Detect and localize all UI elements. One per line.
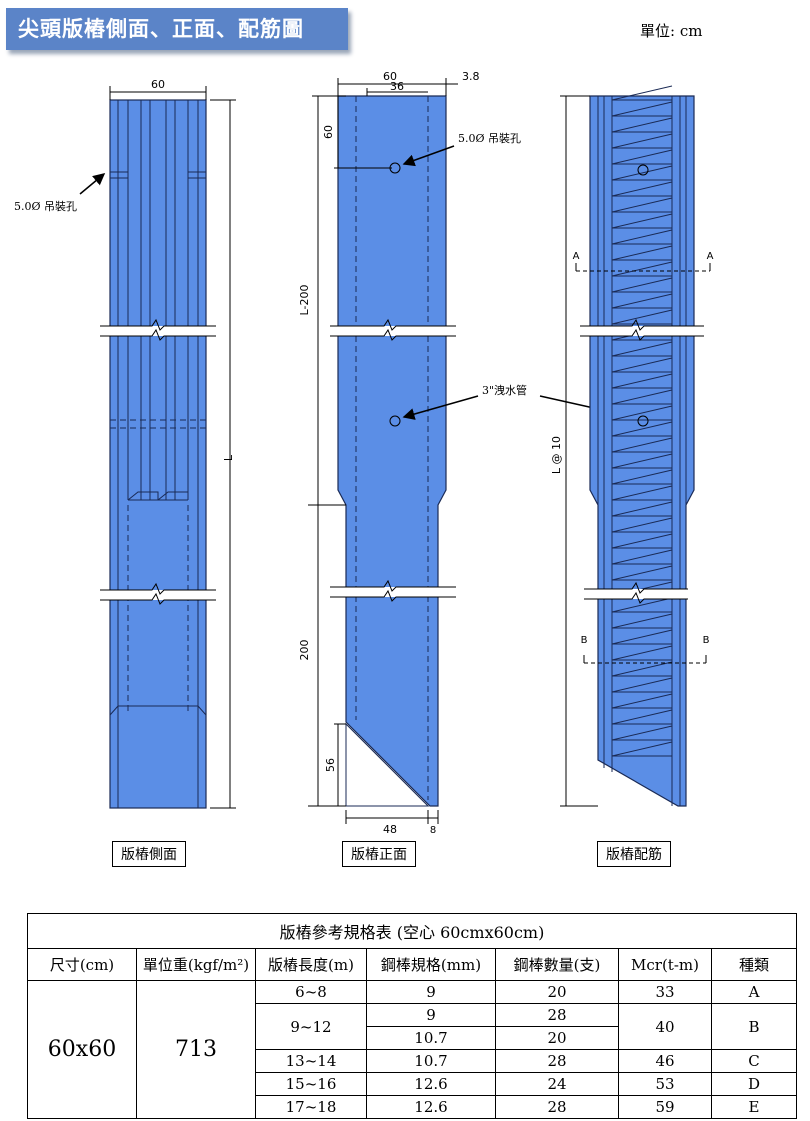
front-dim-width: 60	[383, 70, 397, 83]
section-b-left: B	[581, 635, 588, 646]
cell-unit-weight: 713	[136, 980, 256, 1119]
front-view-caption: 版樁正面	[342, 841, 416, 867]
front-dim-inner: 36	[390, 80, 404, 93]
cell-bar: 9	[366, 1003, 496, 1027]
section-b-right: B	[703, 635, 710, 646]
header-size: 尺寸(cm)	[27, 948, 137, 981]
pile-drawings: 60 L 5.0Ø 吊裝孔	[14, 70, 714, 836]
front-drain-hole	[389, 415, 401, 427]
cell-length: 17~18	[255, 1095, 367, 1119]
cell-length: 15~16	[255, 1072, 367, 1096]
header-length: 版樁長度(m)	[255, 948, 367, 981]
front-dim-tip-edge: 8	[430, 825, 436, 836]
rebar-view: A A B B L @ 10	[550, 85, 714, 807]
cell-bar: 10.7	[366, 1049, 496, 1073]
cell-mcr: 53	[618, 1072, 712, 1096]
header-mcr: Mcr(t-m)	[618, 948, 712, 981]
side-hole-label: 5.0Ø 吊裝孔	[14, 200, 77, 213]
cell-length: 9~12	[255, 1003, 367, 1050]
rebar-view-caption: 版樁配筋	[597, 841, 671, 867]
cell-type: D	[711, 1072, 797, 1096]
cell-type: A	[711, 980, 797, 1004]
table-row: 15~16 12.6 24 53 D	[28, 1072, 797, 1096]
side-view: 60 L 5.0Ø 吊裝孔	[14, 78, 236, 809]
side-break-lower	[100, 590, 216, 600]
header-bar-qty: 鋼棒數量(支)	[495, 948, 619, 981]
cell-qty: 20	[495, 1026, 619, 1050]
cell-bar: 10.7	[366, 1026, 496, 1050]
table-row: 9~12 9 28 40 B	[28, 1003, 797, 1050]
cell-size: 60x60	[27, 980, 137, 1119]
table-row: 17~18 12.6 28 59 E	[28, 1095, 797, 1119]
header-type: 種類	[711, 948, 797, 981]
cell-qty: 28	[495, 1095, 619, 1119]
cell-type: C	[711, 1049, 797, 1073]
section-a-left: A	[573, 251, 580, 262]
cell-qty: 28	[495, 1003, 619, 1027]
front-dim-edge: 3.8	[462, 70, 480, 83]
cell-length: 13~14	[255, 1049, 367, 1073]
header-bar-spec: 鋼棒規格(mm)	[366, 948, 496, 981]
rebar-lifting-hole	[637, 164, 649, 176]
side-dim-width: 60	[151, 78, 165, 91]
front-tip-cut	[345, 722, 430, 807]
front-drain-label: 3"洩水管	[482, 383, 527, 397]
cell-type: B	[711, 1003, 797, 1050]
table-row: 10.7 20	[28, 1026, 797, 1050]
cell-mcr: 46	[618, 1049, 712, 1073]
unit-label: 單位: cm	[640, 22, 703, 40]
cell-type: E	[711, 1095, 797, 1119]
front-view: 60 36 3.8 60 L-200 200 56 48 8 5.0Ø 吊裝孔 …	[298, 70, 636, 836]
front-dim-tip-width: 48	[383, 823, 397, 836]
diagram-title-banner: 尖頭版樁側面、正面、配筋圖	[6, 8, 348, 50]
section-a-right: A	[707, 251, 714, 262]
side-dim-length: L	[222, 454, 235, 461]
cell-mcr: 59	[618, 1095, 712, 1119]
rebar-spiral	[611, 85, 673, 757]
side-view-caption: 版樁側面	[112, 841, 186, 867]
cell-mcr: 33	[618, 980, 712, 1004]
side-pile-body	[109, 99, 207, 809]
rebar-dim-length: L @ 10	[550, 436, 563, 474]
front-dim-lower: 200	[298, 640, 311, 661]
cell-bar: 12.6	[366, 1095, 496, 1119]
rebar-drain-hole	[637, 415, 649, 427]
front-dim-hole-offset: 60	[322, 125, 335, 139]
side-break-upper	[100, 326, 216, 336]
cell-bar: 9	[366, 980, 496, 1004]
header-unit-weight: 單位重(kgf/m²)	[136, 948, 256, 981]
spec-table: 版樁參考規格表 (空心 60cmx60cm) 尺寸(cm) 單位重(kgf/m²…	[27, 913, 797, 1119]
spec-table-title: 版樁參考規格表 (空心 60cmx60cm)	[27, 913, 797, 949]
cell-bar: 12.6	[366, 1072, 496, 1096]
rebar-pile-body	[589, 95, 695, 807]
cell-qty: 20	[495, 980, 619, 1004]
cell-qty: 24	[495, 1072, 619, 1096]
table-row: 60x60 713 6~8 9 20 33 A	[27, 980, 797, 1119]
front-pile-body	[337, 95, 447, 807]
cell-mcr: 40	[618, 1003, 712, 1050]
front-dim-tip-height: 56	[324, 758, 337, 772]
front-dim-upper: L-200	[298, 285, 311, 316]
table-row: 13~14 10.7 28 46 C	[28, 1049, 797, 1073]
cell-length: 6~8	[255, 980, 367, 1004]
front-hole-label: 5.0Ø 吊裝孔	[458, 132, 521, 145]
cell-qty: 28	[495, 1049, 619, 1073]
